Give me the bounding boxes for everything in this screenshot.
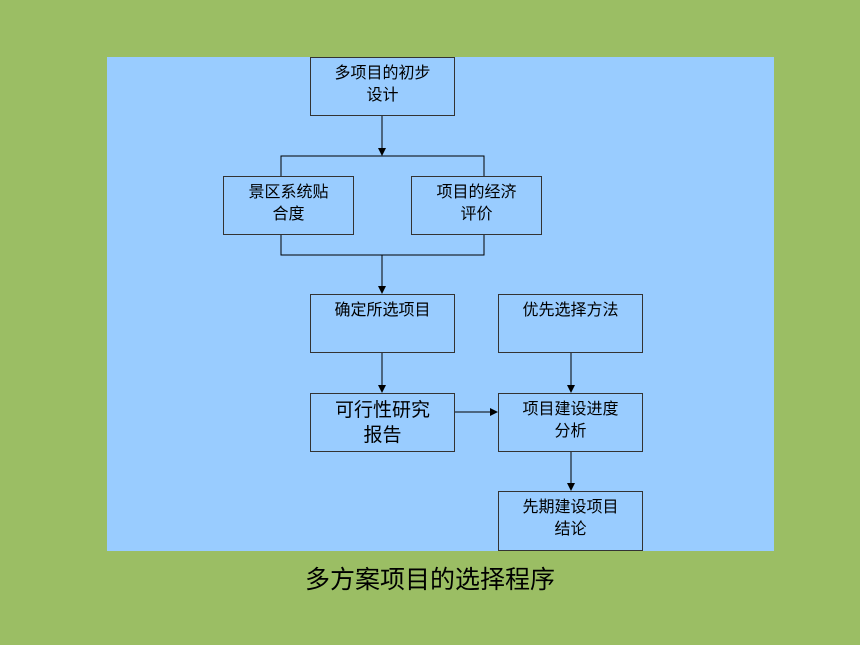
node-early-conclusion-label: 先期建设项目 结论 [522,497,619,538]
node-determine-project-label: 确定所选项目 [334,300,431,319]
node-priority-method: 优先选择方法 [498,294,643,353]
node-initial-design: 多项目的初步 设计 [310,57,455,116]
node-scenic-fit: 景区系统贴 合度 [223,176,354,235]
node-initial-design-label: 多项目的初步 设计 [334,63,431,104]
node-scenic-fit-label: 景区系统贴 合度 [248,182,329,223]
node-economic-eval-label: 项目的经济 评价 [436,182,517,223]
node-determine-project: 确定所选项目 [310,294,455,353]
node-early-conclusion: 先期建设项目 结论 [498,491,643,551]
node-schedule-analysis-label: 项目建设进度 分析 [522,399,619,440]
node-feasibility-report: 可行性研究 报告 [310,393,455,452]
node-schedule-analysis: 项目建设进度 分析 [498,393,643,452]
node-economic-eval: 项目的经济 评价 [411,176,542,235]
diagram-caption: 多方案项目的选择程序 [304,565,555,594]
node-priority-method-label: 优先选择方法 [522,300,619,319]
node-feasibility-report-label: 可行性研究 报告 [334,398,430,446]
